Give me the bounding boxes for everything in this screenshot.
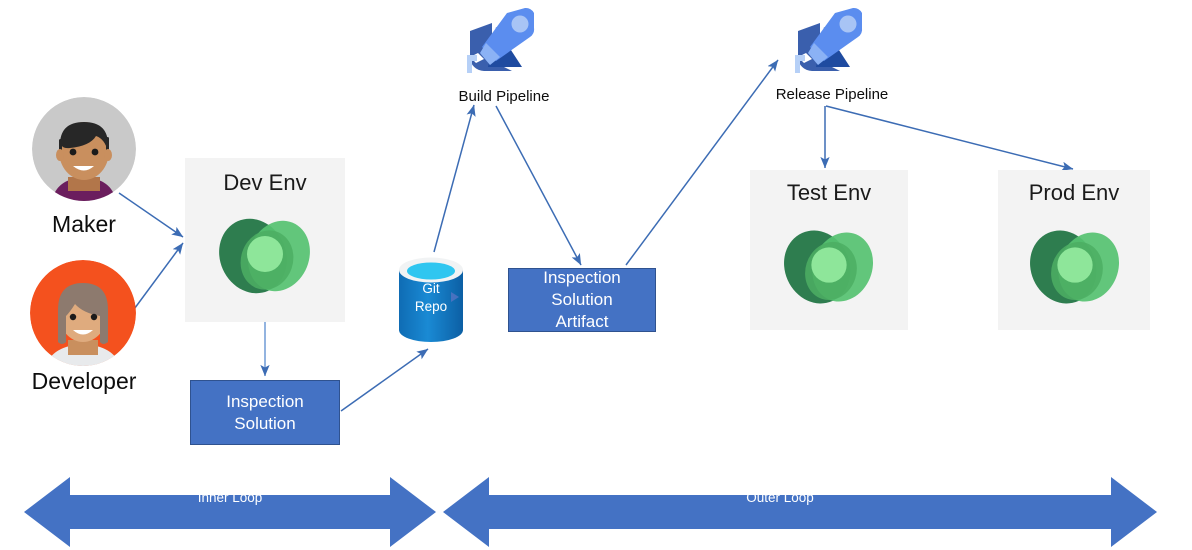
power-platform-env-icon [219,218,310,294]
arrow-git-repo-to-build-pipeline [433,104,476,253]
git-repository-label: Git Repo [396,280,466,316]
maker-avatar-icon [32,97,136,201]
developer-avatar-icon [30,260,136,366]
artifact-inspection-solution-artifact[interactable]: Inspection Solution Artifact [508,268,656,332]
arrow-build-pipeline-to-artifact [495,105,582,266]
artifact-inspection-solution[interactable]: Inspection Solution [190,380,340,445]
arrow-release-pipeline-to-prod-env [825,105,1074,171]
azure-pipelines-rocket-icon [795,7,863,73]
pipeline-build[interactable] [462,5,546,87]
git-repository-line-2: Repo [414,299,448,315]
pipeline-release-label: Release Pipeline [775,86,889,103]
inner-loop-label: Inner Loop [197,490,263,505]
environment-title-dev: Dev Env [223,170,307,195]
artifact-line-1: Inspection [543,268,621,288]
environment-card-dev[interactable]: Dev Env [185,158,345,322]
persona-developer[interactable] [30,260,136,366]
pipeline-release[interactable] [790,5,874,87]
artifact-line-3: Artifact [555,311,609,331]
power-platform-env-icon [784,230,874,304]
outer-loop-label: Outer Loop [746,490,814,505]
loop-arrow-layer [24,477,1157,547]
environment-title-prod: Prod Env [1028,180,1120,205]
inner-loop-arrow[interactable] [24,477,436,547]
arrow-developer-to-dev-env [128,242,184,317]
artifact-inspection-solution-line-1: Inspection [226,391,304,411]
artifact-line-2: Solution [551,290,613,310]
git-repository[interactable]: Git Repo [396,254,466,346]
persona-maker[interactable] [32,97,136,201]
power-platform-env-icon [1030,230,1120,304]
azure-pipelines-rocket-icon [467,7,535,73]
outer-loop-arrow[interactable] [443,477,1157,547]
environment-card-test[interactable]: Test Env [750,170,908,330]
arrow-inspection-solution-to-git-repo [340,348,429,412]
persona-developer-label: Developer [31,368,137,394]
environment-card-prod[interactable]: Prod Env [998,170,1150,330]
git-repository-line-1: Git [422,281,440,296]
environment-title-test: Test Env [786,180,872,205]
artifact-inspection-solution-line-2: Solution [234,413,296,433]
pipeline-build-label: Build Pipeline [458,88,550,105]
persona-maker-label: Maker [52,211,116,237]
database-cylinder-icon [399,257,463,342]
